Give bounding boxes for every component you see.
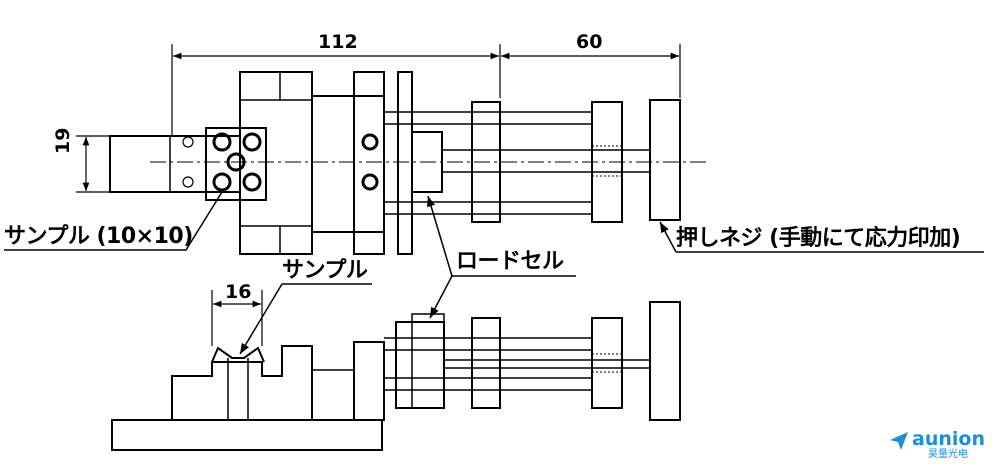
leader-load-cell-side <box>429 275 453 319</box>
paper-plane-icon <box>890 432 908 450</box>
side-base-plate <box>111 419 383 451</box>
clamp-screw-3 <box>212 172 232 192</box>
top-rod-support <box>471 101 501 223</box>
side-moving-plate <box>353 341 385 421</box>
top-moving-plate <box>353 71 385 255</box>
top-sample-bar <box>109 135 241 193</box>
leader-push-screw <box>659 221 677 253</box>
side-rod-support <box>471 317 501 409</box>
dim-label-16: 16 <box>225 281 252 303</box>
leader-sample-size <box>4 191 223 251</box>
label-load-cell: ロードセル <box>456 249 564 274</box>
leader-sample <box>239 283 283 355</box>
top-guide-plate <box>397 71 413 255</box>
top-moving-block <box>311 95 385 233</box>
clamp-screw-2 <box>242 132 262 152</box>
dim-label-112: 112 <box>318 31 358 53</box>
side-stage <box>171 345 313 420</box>
dim-label-60: 60 <box>576 31 603 53</box>
brand-logo: aunion 昊量光电 <box>888 430 992 464</box>
top-screw-head <box>649 99 681 221</box>
label-sample: サンプル <box>282 258 368 283</box>
side-screw-head <box>649 301 681 421</box>
side-screw-nut <box>591 317 623 409</box>
clamp-screw-4 <box>242 172 262 192</box>
clamp-screw-1 <box>212 132 232 152</box>
label-push-screw: 押しネジ (手動にて応力印加) <box>676 226 961 251</box>
leader-load-cell-top <box>426 195 453 277</box>
top-clamp-plate <box>205 127 267 201</box>
side-sample-holder <box>211 346 265 363</box>
label-sample-size: サンプル (10×10) <box>4 224 193 249</box>
logo-brand-text: aunion <box>912 428 985 450</box>
logo-subtitle: 昊量光电 <box>928 449 968 460</box>
side-load-cell <box>395 321 445 409</box>
dim-label-19: 19 <box>52 127 74 154</box>
